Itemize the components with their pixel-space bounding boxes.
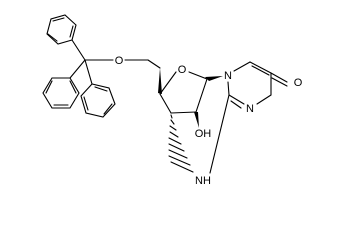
c1-stereo-wedge (205, 76, 223, 81)
phenyl-ring-top (46, 14, 77, 45)
ether-linkage: O (115, 55, 161, 69)
furanose-ring: O OH NH (158, 64, 223, 187)
n1-label: N (224, 70, 232, 82)
phenyl-ring-left (42, 77, 80, 109)
chemical-structure-diagram: O O OH NH N (42, 14, 303, 187)
ring-oxygen-label: O (178, 64, 187, 76)
c3-hashed-bond (168, 114, 194, 173)
trityl-group (42, 14, 116, 118)
bridge-nh-label: NH (195, 175, 211, 187)
hydroxyl-label: OH (195, 128, 212, 140)
pyrimidine-ring: N O N (209, 61, 303, 174)
c2-stereo-wedge (194, 112, 199, 128)
n3-label: N (246, 103, 254, 115)
trityl-center-bonds (69, 39, 114, 85)
c4-stereo-wedge (158, 68, 162, 94)
carbonyl-oxygen-label: O (294, 77, 303, 89)
phenyl-ring-bottom (80, 83, 116, 118)
ether-oxygen-label: O (115, 55, 124, 67)
